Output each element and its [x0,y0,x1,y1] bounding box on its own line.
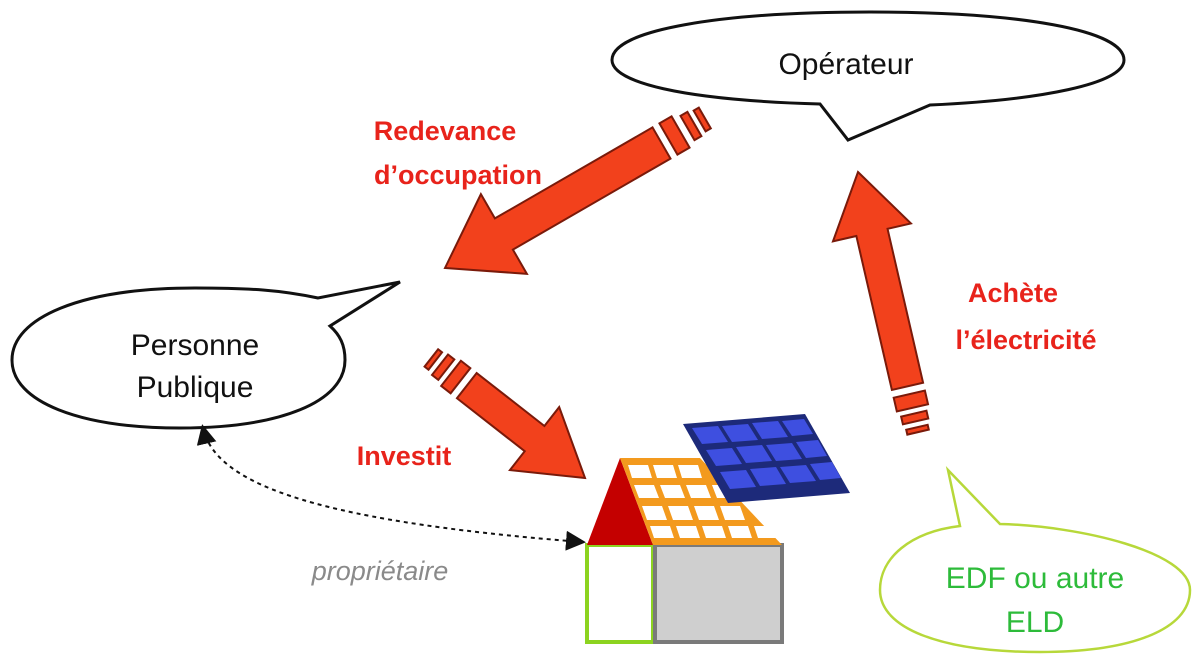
house-icon [585,414,850,644]
edf-label-line1: EDF ou autre [946,562,1124,595]
edf-label-line2: ELD [1006,606,1064,639]
house-gable [587,458,653,545]
house-roof [620,458,782,545]
house-wall-right [653,543,784,644]
achete-label-line1: Achète [968,278,1058,308]
solar-panel-icon [683,414,850,503]
achete-arrow [831,170,930,436]
redevance-label-line2: d’occupation [374,160,542,190]
house-wall-left [585,543,655,644]
redevance-arrow [443,106,713,275]
investit-label: Investit [357,441,452,471]
redevance-label-line1: Redevance [374,116,517,146]
edf-bubble: EDF ou autre ELD [878,465,1192,654]
achete-label-line2: l’électricité [955,325,1096,355]
personne-publique-bubble: Personne Publique [10,280,401,430]
operateur-bubble: Opérateur [610,10,1126,142]
roof-tiles [628,465,776,538]
personne-publique-label-line2: Publique [137,371,254,404]
operateur-label: Opérateur [778,48,913,81]
proprietaire-label: propriétaire [311,556,449,586]
investit-arrow [423,347,587,480]
proprietaire-dotted-connector [196,424,586,551]
personne-publique-label-line1: Personne [131,329,259,362]
